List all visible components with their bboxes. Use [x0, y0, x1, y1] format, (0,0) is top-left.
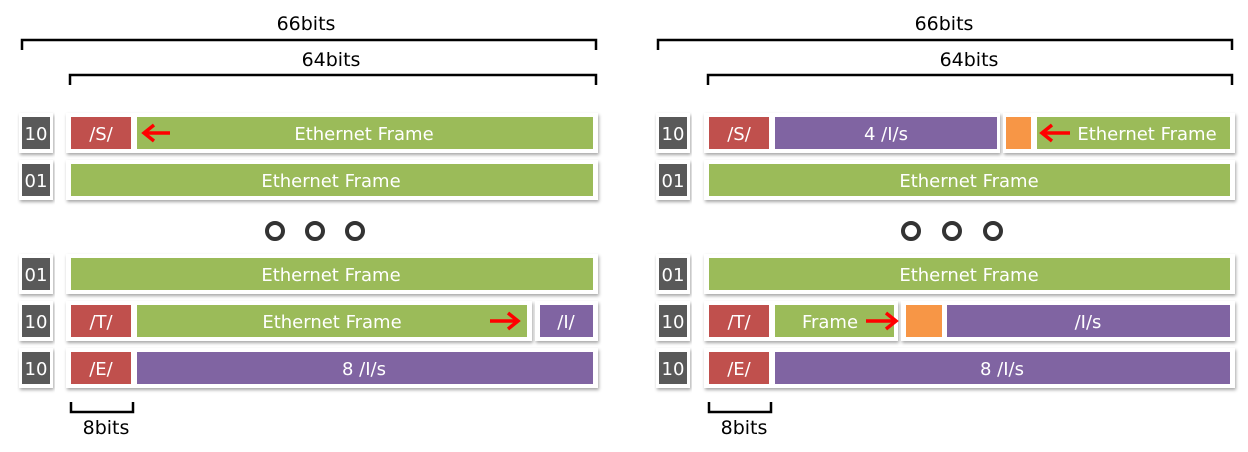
segment-ethernet-frame: [137, 117, 593, 149]
segment-label: Ethernet Frame: [294, 124, 433, 145]
right-panel: 66bits 64bits 10 /S/ 4 /I/s Ethernet Fra…: [656, 13, 1235, 439]
left-panel: 66bits 64bits 10 /S/ Ethernet Frame 01: [19, 13, 598, 439]
sync-header: [22, 117, 50, 149]
segment-idle: [775, 352, 1230, 384]
ellipsis-dot-icon: [265, 221, 285, 241]
segment-ethernet-frame: [71, 164, 593, 196]
segment-label: /S/: [89, 124, 113, 145]
sync-header-label: 10: [662, 359, 685, 380]
left-66bits-bracket: [20, 38, 598, 50]
sync-header-label: 10: [662, 124, 685, 145]
left-row-1: 10 /S/ Ethernet Frame: [19, 113, 598, 153]
segment-label: Ethernet Frame: [261, 265, 400, 286]
ellipsis-dot-icon: [901, 221, 921, 241]
segment-terminate: [709, 305, 769, 337]
segment-label: 8 /I/s: [342, 359, 386, 380]
segment-label: Ethernet Frame: [1077, 124, 1216, 145]
segment-label: /T/: [89, 312, 113, 333]
right-row-1: 10 /S/ 4 /I/s Ethernet Frame: [656, 113, 1235, 153]
segment-idle: [947, 305, 1230, 337]
segment-label: /I/: [557, 312, 575, 333]
ellipsis-dot-icon: [942, 221, 962, 241]
sync-header: [659, 305, 687, 337]
left-66bits-label: 66bits: [277, 13, 336, 35]
left-row-4: 10 /T/ Ethernet Frame /I/: [19, 301, 598, 341]
ellipsis: [901, 221, 1003, 241]
left-8bits-label: 8bits: [83, 417, 130, 439]
segment-label: /T/: [727, 312, 751, 333]
sync-header: [659, 164, 687, 196]
sync-header: [22, 305, 50, 337]
right-row-4: 10 /T/ Frame /I/s: [656, 301, 1235, 341]
left-64bits-bracket: [68, 73, 598, 85]
segment-error: [709, 352, 769, 384]
segment-label: /S/: [727, 124, 751, 145]
left-arrow-icon: [141, 123, 170, 143]
left-64bits-label: 64bits: [302, 49, 361, 71]
segment-label: Ethernet Frame: [262, 312, 401, 333]
right-arrow-icon: [866, 311, 899, 331]
right-66bits-label: 66bits: [915, 13, 974, 35]
segment-padding: [1006, 117, 1031, 149]
right-arrow-icon: [490, 311, 521, 331]
sync-header: [659, 352, 687, 384]
segment-ethernet-frame: [709, 258, 1230, 290]
sync-header-label: 01: [662, 171, 685, 192]
right-8bits-label: 8bits: [721, 417, 768, 439]
left-row-2: 01 Ethernet Frame: [19, 160, 598, 200]
ellipsis-dot-icon: [983, 221, 1003, 241]
right-row-3: 01 Ethernet Frame: [656, 254, 1235, 294]
segment-label: /I/s: [1075, 312, 1102, 333]
segment-label: 8 /I/s: [980, 359, 1024, 380]
ellipsis-dot-icon: [305, 221, 325, 241]
sync-header: [22, 352, 50, 384]
segment-label: Frame: [802, 312, 858, 333]
sync-header-label: 10: [25, 312, 48, 333]
right-8bits-bracket: [707, 402, 773, 414]
segment-padding: [906, 305, 942, 337]
segment-ethernet-frame: [71, 258, 593, 290]
sync-header: [659, 117, 687, 149]
segment-ethernet-frame: [137, 305, 527, 337]
segment-idle: [137, 352, 593, 384]
left-row-3: 01 Ethernet Frame: [19, 254, 598, 294]
sync-header-label: 01: [25, 171, 48, 192]
segment-start: [709, 117, 769, 149]
sync-header-label: 10: [25, 359, 48, 380]
segment-ethernet-frame: [709, 164, 1230, 196]
left-8bits-bracket: [69, 402, 135, 414]
right-66bits-bracket: [656, 38, 1234, 50]
sync-header-label: 10: [25, 124, 48, 145]
sync-header: [659, 258, 687, 290]
segment-label: Ethernet Frame: [899, 265, 1038, 286]
segment-label: 4 /I/s: [864, 124, 908, 145]
segment-label: /E/: [727, 359, 751, 380]
sync-header: [22, 258, 50, 290]
left-row-5: 10 /E/ 8 /I/s: [19, 348, 598, 388]
segment-idle: [775, 117, 997, 149]
sync-header-label: 01: [25, 265, 48, 286]
right-64bits-bracket: [706, 73, 1234, 85]
sync-header-label: 01: [662, 265, 685, 286]
segment-label: Ethernet Frame: [261, 171, 400, 192]
left-arrow-icon: [1039, 123, 1070, 143]
right-row-2: 01 Ethernet Frame: [656, 160, 1235, 200]
ellipsis-dot-icon: [345, 221, 365, 241]
segment-label: Ethernet Frame: [899, 171, 1038, 192]
right-row-5: 10 /E/ 8 /I/s: [656, 348, 1235, 388]
ellipsis: [265, 221, 365, 241]
segment-label: /E/: [89, 359, 113, 380]
sync-header: [22, 164, 50, 196]
segment-error: [71, 352, 131, 384]
segment-terminate: [71, 305, 131, 337]
right-64bits-label: 64bits: [940, 49, 999, 71]
segment-idle: [540, 305, 593, 337]
sync-header-label: 10: [662, 312, 685, 333]
segment-start: [71, 117, 131, 149]
